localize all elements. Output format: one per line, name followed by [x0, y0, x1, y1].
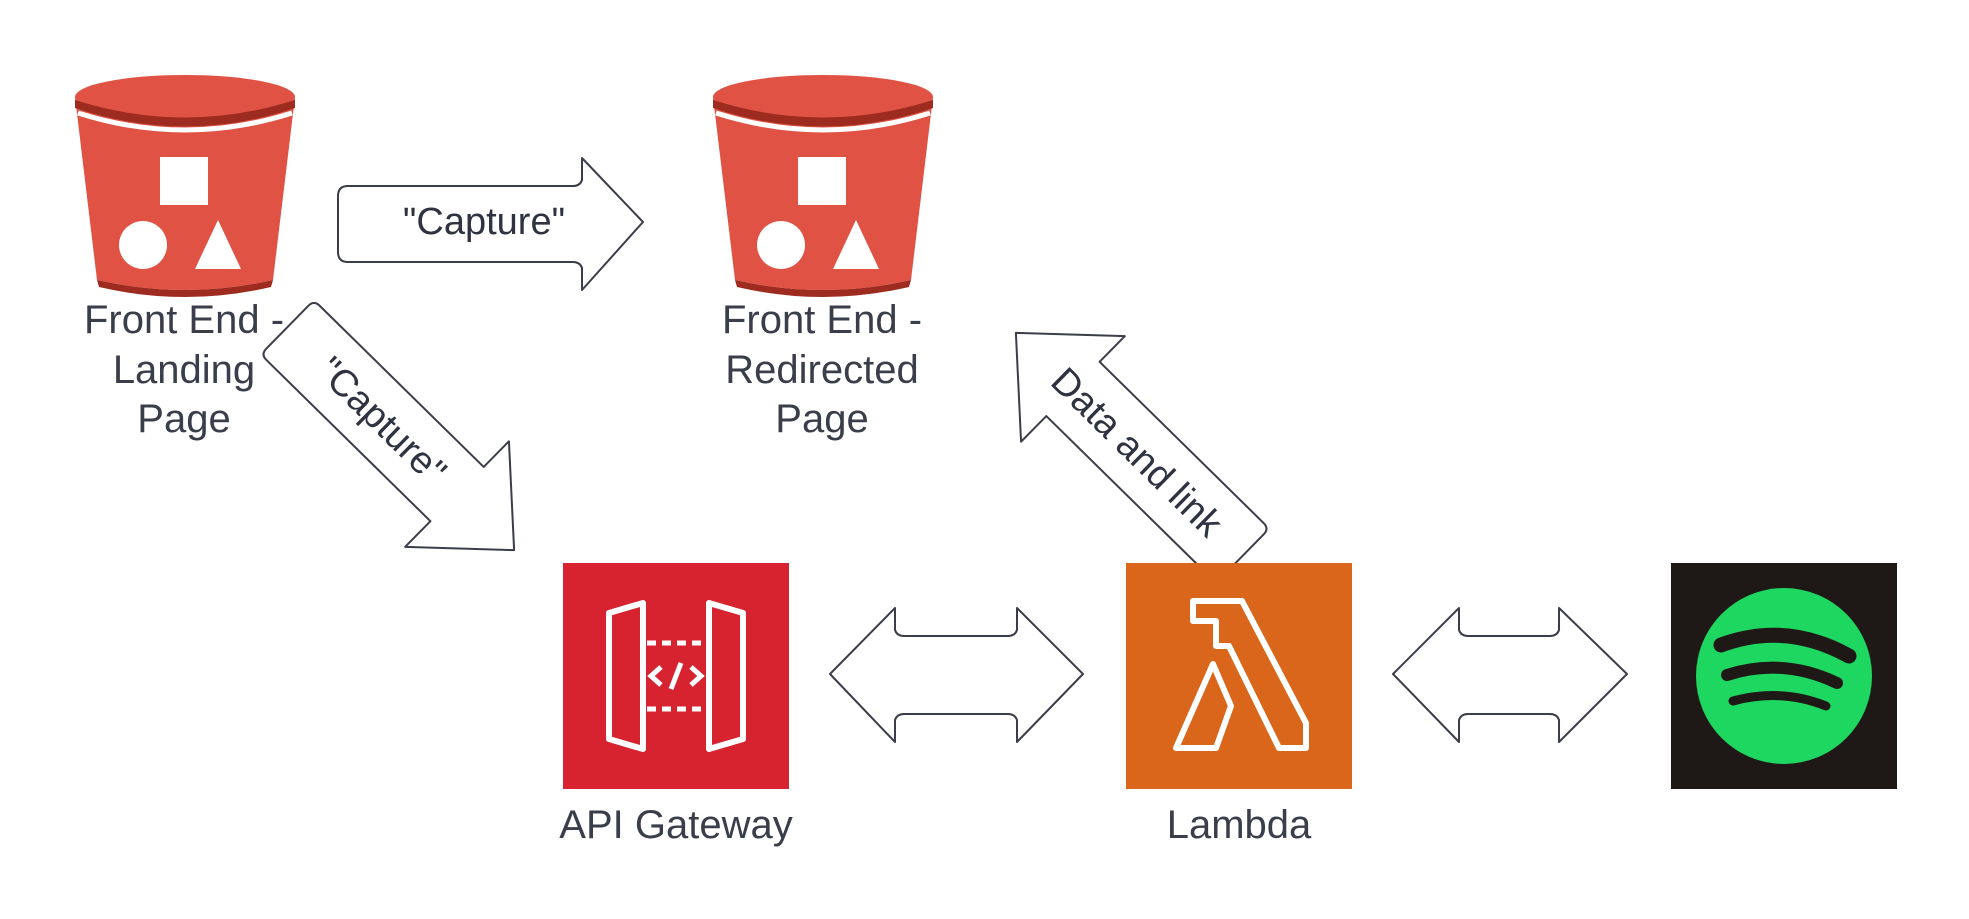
label-line: Page: [775, 397, 868, 441]
arrow-label: Data and link: [1043, 360, 1231, 546]
arrow-label: "Capture": [403, 201, 565, 243]
double-arrow-api-lambda: [829, 607, 1084, 743]
api-gateway-icon: [563, 563, 789, 789]
arrow-capture-diagonal: "Capture": [262, 301, 516, 552]
label-line: Front End -: [722, 298, 922, 342]
arrow-data-and-link: Data and link: [1014, 331, 1268, 582]
s3-bucket-icon: [75, 75, 295, 297]
double-arrow-lambda-spotify: [1392, 607, 1628, 743]
lambda-icon: [1126, 563, 1352, 789]
node-label-lambda: Lambda: [1167, 803, 1312, 847]
node-label-landing: Front End - Landing Page: [84, 298, 284, 441]
label-line: Redirected: [725, 348, 918, 392]
arrow-capture-horizontal: "Capture": [337, 157, 644, 291]
node-label-redirected: Front End - Redirected Page: [722, 298, 922, 441]
node-label-api-gateway: API Gateway: [559, 803, 792, 847]
label-line: Front End -: [84, 298, 284, 342]
spotify-icon: [1671, 563, 1897, 789]
s3-bucket-icon: [713, 75, 933, 297]
label-line: Page: [137, 397, 230, 441]
label-line: Landing: [113, 348, 255, 392]
